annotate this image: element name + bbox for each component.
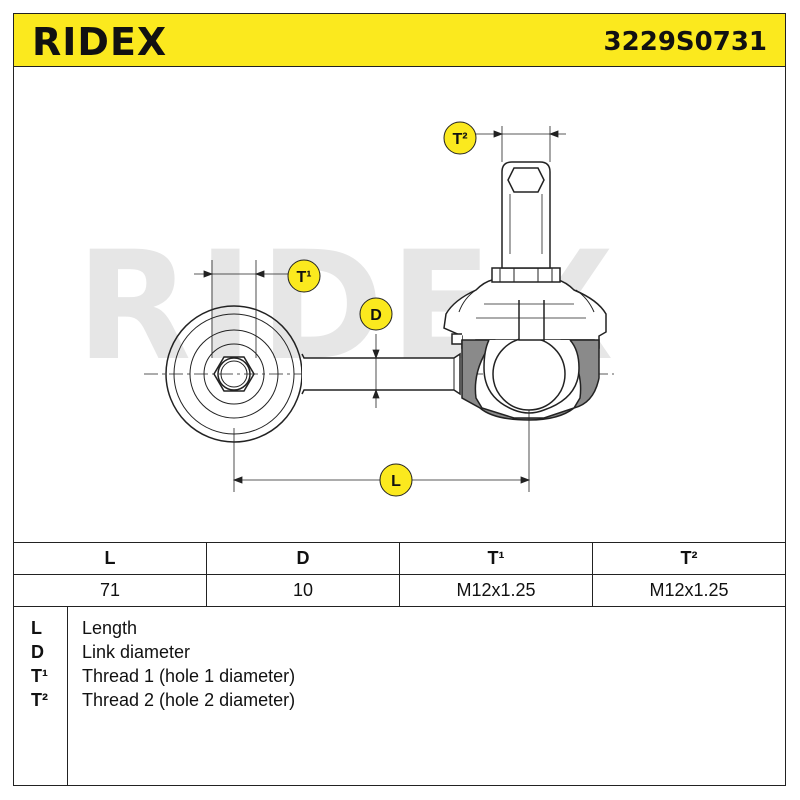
spec-value-row: 71 10 M12x1.25 M12x1.25 — [13, 574, 786, 607]
spec-header-l: L — [13, 542, 207, 575]
link-rod — [301, 352, 461, 396]
legend-row: D Link diameter — [13, 642, 786, 666]
legend-key: D — [31, 642, 44, 662]
header-bar: RIDEX 3229S0731 — [13, 13, 786, 67]
legend-key: T² — [31, 690, 48, 710]
legend-desc: Length — [82, 618, 138, 638]
spec-value-t2: M12x1.25 — [592, 574, 786, 607]
brand-logo: RIDEX — [32, 20, 168, 64]
spec-value-t1: M12x1.25 — [399, 574, 593, 607]
spec-header-d: D — [206, 542, 400, 575]
badge-t2: T² — [443, 121, 477, 155]
legend-desc: Thread 1 (hole 1 diameter) — [82, 666, 296, 686]
legend-row: L Length — [13, 618, 786, 642]
spec-value-l: 71 — [13, 574, 207, 607]
legend-key: L — [31, 618, 42, 638]
spec-header-t2: T² — [592, 542, 786, 575]
legend-row: T² Thread 2 (hole 2 diameter) — [13, 690, 786, 714]
legend-divider — [67, 606, 68, 786]
badge-t1: T¹ — [287, 259, 321, 293]
legend-desc: Link diameter — [82, 642, 191, 662]
spec-header-row: L D T¹ T² — [13, 542, 786, 575]
spec-header-t1: T¹ — [399, 542, 593, 575]
legend-key: T¹ — [31, 666, 48, 686]
ball-joint — [443, 161, 607, 421]
spec-table: L D T¹ T² 71 10 M12x1.25 M12x1.25 — [13, 542, 786, 607]
legend-row: T¹ Thread 1 (hole 1 diameter) — [13, 666, 786, 690]
technical-drawing: RIDEX — [76, 121, 614, 497]
badge-d: D — [359, 297, 393, 331]
badge-l-label: L — [391, 473, 401, 490]
badge-l: L — [379, 463, 413, 497]
badge-d-label: D — [370, 307, 382, 324]
spec-value-d: 10 — [206, 574, 400, 607]
part-number: 3229S0731 — [603, 27, 767, 57]
badge-t2-label: T² — [452, 131, 467, 148]
legend-desc: Thread 2 (hole 2 diameter) — [82, 690, 296, 710]
legend: L Length D Link diameter T¹ Thread 1 (ho… — [13, 606, 786, 786]
badge-t1-label: T¹ — [296, 269, 311, 286]
